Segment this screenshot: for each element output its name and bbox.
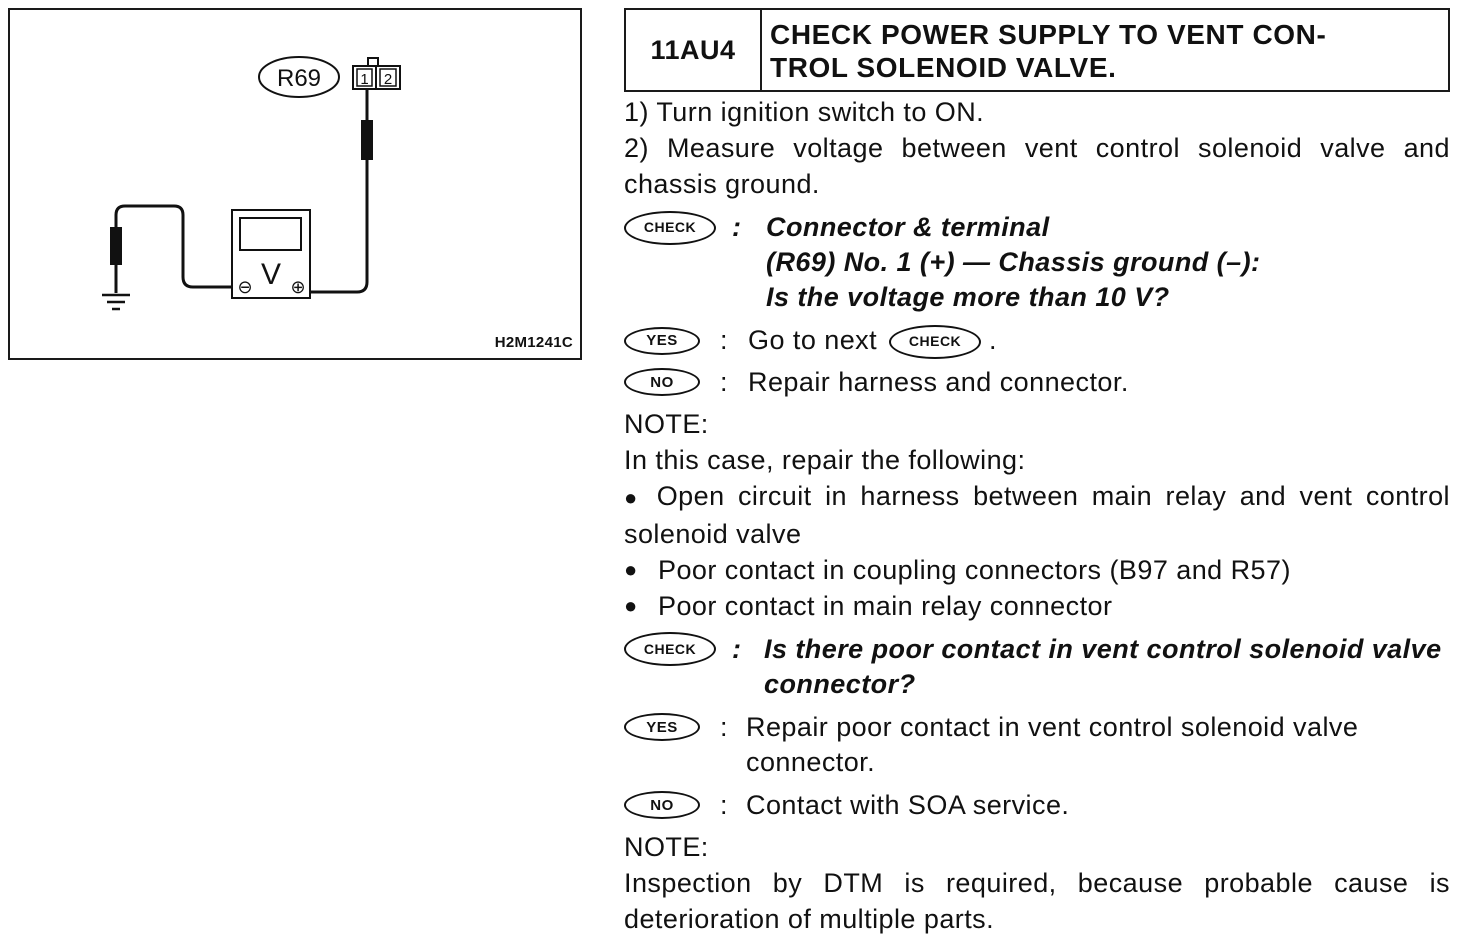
instruction-1: 1) Turn ignition switch to ON. [624,97,985,127]
check-badge-icon: CHECK [889,324,982,359]
colon: : [720,789,728,820]
no-1-text: Repair harness and connector. [748,366,1129,397]
step-code: 11AU4 [626,10,762,90]
no-1: NO : Repair harness and connector. [624,365,1450,400]
pin-2-label: 2 [384,71,392,88]
note-2-text: Inspection by DTM is required, because p… [624,867,1450,934]
connector-label: R69 [277,65,321,92]
figure-code: H2M1241C [494,334,573,351]
step-title: CHECK POWER SUPPLY TO VENT CON- TROL SOL… [762,10,1448,90]
connector-callout-oval [258,56,340,98]
minus-terminal-icon: ⊖ [237,277,252,298]
colon: : [720,325,728,355]
no-2: NO : Contact with SOA service. [624,788,1450,823]
note-1-bullet-3: ● Poor contact in main relay connector [624,590,1113,621]
yes-2-text: Repair poor contact in vent control sole… [746,711,1359,777]
yes-badge-icon: YES [624,326,700,355]
voltmeter-symbol: V [261,258,281,291]
check-1-line-3: Is the voltage more than 10 V? [766,282,1170,312]
wiring-diagram: R69 1 2 V ⊖ ⊕ H2M1241C [8,8,582,360]
check-1: CHECK : Connector & terminal (R69) No. 1… [624,210,1450,315]
note-1-label: NOTE: [624,408,709,439]
connector-latch [367,57,379,67]
positive-lead [310,89,369,294]
check-badge-icon: CHECK [624,632,716,667]
pin-1-label: 1 [360,71,368,88]
colon: : [720,711,728,742]
negative-probe [110,227,122,265]
procedure-content: 1) Turn ignition switch to ON. 2) Measur… [624,94,1450,937]
step-header: 11AU4 CHECK POWER SUPPLY TO VENT CON- TR… [624,8,1450,92]
yes-1: YES : Go to next CHECK . [624,323,1450,359]
check-1-line-2: (R69) No. 1 (+) — Chassis ground (–): [766,247,1261,277]
step-title-line-1: CHECK POWER SUPPLY TO VENT CON- [770,19,1327,50]
voltmeter [231,209,311,299]
yes-1-suffix: . [988,325,997,355]
note-2-label: NOTE: [624,831,709,862]
voltmeter-display [239,217,302,251]
colon: : [720,366,728,397]
plus-terminal-icon: ⊕ [290,277,305,298]
no-badge-icon: NO [624,368,700,397]
note-1-bullet-1: ● Open circuit in harness between main r… [624,480,1451,549]
colon: : [732,212,742,242]
no-2-text: Contact with SOA service. [746,789,1070,820]
yes-1-text: Go to next [748,325,878,355]
step-title-line-2: TROL SOLENOID VALVE. [770,52,1117,83]
check-1-line-1: Connector & terminal [766,212,1050,242]
check-badge-icon: CHECK [624,210,716,245]
ground-icon [102,293,130,311]
note-1-intro: In this case, repair the following: [624,444,1026,475]
negative-lead [114,204,232,293]
no-badge-icon: NO [624,791,700,820]
check-2: CHECK : Is there poor contact in vent co… [624,632,1450,702]
check-2-text: Is there poor contact in vent control so… [764,633,1442,699]
circuit-drawing: R69 1 2 V ⊖ ⊕ [102,56,401,311]
colon: : [732,633,742,664]
yes-2: YES : Repair poor contact in vent contro… [624,710,1450,780]
yes-badge-icon: YES [624,713,700,742]
note-1-bullet-2: ● Poor contact in coupling connectors (B… [624,554,1291,585]
instruction-2: 2) Measure voltage between vent control … [624,133,1450,199]
positive-probe [361,120,373,160]
